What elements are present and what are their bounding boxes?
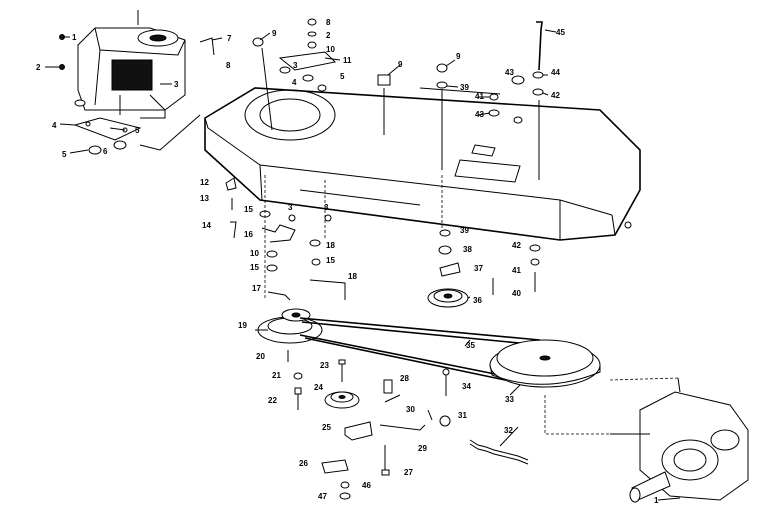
callout-20: 20 xyxy=(256,352,265,361)
callout-38: 38 xyxy=(463,245,472,254)
drive-belt-35 xyxy=(299,317,541,381)
callout-43: 43 xyxy=(475,110,484,119)
callout-29: 29 xyxy=(418,444,427,453)
deck-frame xyxy=(139,87,641,241)
callout-19: 19 xyxy=(238,321,247,330)
callout-42: 42 xyxy=(551,91,560,100)
callout-4: 4 xyxy=(292,78,297,87)
callout-18: 18 xyxy=(348,272,357,281)
callout-32: 32 xyxy=(504,426,513,435)
callout-5: 5 xyxy=(62,150,67,159)
transaxle xyxy=(544,377,749,503)
callout-8: 8 xyxy=(326,18,331,27)
callout-22: 22 xyxy=(268,396,277,405)
callout-14: 14 xyxy=(202,221,211,230)
callout-15: 15 xyxy=(250,263,259,272)
callout-26: 26 xyxy=(299,459,308,468)
callout-34: 34 xyxy=(462,382,471,391)
callout-10: 10 xyxy=(326,45,335,54)
callout-10: 10 xyxy=(250,249,259,258)
callout-11: 11 xyxy=(343,56,352,65)
callout-45: 45 xyxy=(556,28,565,37)
callout-46: 46 xyxy=(362,481,371,490)
callout-39: 39 xyxy=(460,83,469,92)
idler-pulley-36 xyxy=(427,288,469,308)
callout-33: 33 xyxy=(505,395,514,404)
callout-41: 41 xyxy=(512,266,521,275)
callout-39: 39 xyxy=(460,226,469,235)
callout-25: 25 xyxy=(322,423,331,432)
callout-6: 6 xyxy=(103,147,108,156)
callout-3: 3 xyxy=(293,61,298,70)
callout-15: 15 xyxy=(326,256,335,265)
callout-30: 30 xyxy=(406,405,415,414)
callout-7: 7 xyxy=(227,34,232,43)
callout-9: 9 xyxy=(398,60,403,69)
callout-21: 21 xyxy=(272,371,281,380)
callout-5: 5 xyxy=(135,126,140,135)
engine xyxy=(77,10,215,119)
underside-hardware xyxy=(225,175,541,301)
callout-3: 3 xyxy=(324,203,329,212)
callout-9: 9 xyxy=(456,52,461,61)
callout-2: 2 xyxy=(36,63,41,72)
callout-37: 37 xyxy=(474,264,483,273)
callout-23: 23 xyxy=(320,361,329,370)
callout-43: 43 xyxy=(505,68,514,77)
callout-44: 44 xyxy=(551,68,560,77)
callout-47: 47 xyxy=(318,492,327,501)
callout-labels: 1 2 3 4 5 5 6 7 8 9 8 2 10 3 11 4 5 9 9 … xyxy=(36,18,659,505)
callout-35: 35 xyxy=(466,341,475,350)
callout-4: 4 xyxy=(52,121,57,130)
callout-1: 1 xyxy=(72,33,77,42)
callout-5: 5 xyxy=(340,72,345,81)
callout-3: 3 xyxy=(174,80,179,89)
callout-24: 24 xyxy=(314,383,323,392)
callout-2: 2 xyxy=(326,31,331,40)
callout-3: 3 xyxy=(288,203,293,212)
callout-27: 27 xyxy=(404,468,413,477)
callout-31: 31 xyxy=(458,411,467,420)
callout-16: 16 xyxy=(244,230,253,239)
callout-18: 18 xyxy=(326,241,335,250)
lower-hardware xyxy=(287,350,529,500)
callout-42: 42 xyxy=(512,241,521,250)
lower-pulley-24 xyxy=(324,391,360,409)
callout-13: 13 xyxy=(200,194,209,203)
callout-1: 1 xyxy=(654,496,659,505)
callout-28: 28 xyxy=(400,374,409,383)
left-hardware xyxy=(59,34,127,155)
callout-40: 40 xyxy=(512,289,521,298)
callout-15: 15 xyxy=(244,205,253,214)
transmission-pulley-33 xyxy=(489,339,601,388)
callout-36: 36 xyxy=(473,296,482,305)
engine-mount-plate xyxy=(73,117,142,141)
callout-8: 8 xyxy=(226,61,231,70)
leader-lines xyxy=(45,29,681,501)
callout-12: 12 xyxy=(200,178,209,187)
callout-41: 41 xyxy=(475,92,484,101)
callout-17: 17 xyxy=(252,284,261,293)
callout-9: 9 xyxy=(272,29,277,38)
